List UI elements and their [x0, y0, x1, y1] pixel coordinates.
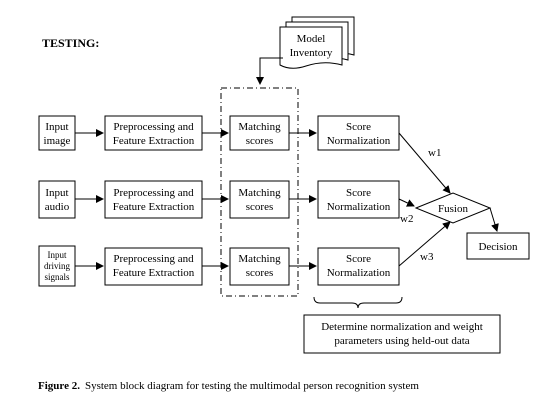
arrow-w1	[398, 132, 451, 194]
normalization-box	[317, 115, 400, 151]
section-label: TESTING:	[42, 36, 99, 50]
model-inventory: Model Inventory	[279, 16, 355, 69]
input-label-line-1: Input	[48, 250, 67, 260]
preprocessing-box	[104, 180, 203, 219]
matching-line-1: Matching	[238, 253, 281, 265]
input-label-line-1: Input	[45, 187, 68, 199]
preprocessing-line-2: Feature Extraction	[113, 201, 195, 213]
preprocessing-line-1: Preprocessing and	[113, 121, 194, 133]
input-label-line-2: image	[44, 135, 71, 147]
caption-text: System block diagram for testing the mul…	[85, 380, 419, 392]
row-audio: Input audio Preprocessing and Feature Ex…	[38, 180, 400, 219]
heldout-note-box	[303, 314, 501, 354]
preprocessing-box	[104, 115, 203, 151]
matching-line-2: scores	[246, 201, 274, 213]
matching-line-2: scores	[246, 135, 274, 147]
input-label-line-3: signals	[44, 272, 69, 282]
model-inventory-line-1: Model	[297, 33, 326, 45]
normalization-line-2: Normalization	[327, 267, 391, 279]
preprocessing-line-1: Preprocessing and	[113, 187, 194, 199]
input-label-line-1: Input	[45, 121, 68, 133]
fusion-label: Fusion	[438, 203, 468, 215]
figure-caption: Figure 2. System block diagram for testin…	[38, 380, 419, 392]
weight-label: w3	[420, 251, 434, 263]
arrow-decision	[489, 207, 499, 232]
input-label-line-2: driving	[44, 261, 70, 271]
arrow-w3	[398, 221, 451, 267]
decision-label: Decision	[478, 241, 518, 253]
row-image: Input image Preprocessing and Feature Ex…	[38, 115, 400, 151]
heldout-note-line-2: parameters using held-out data	[334, 335, 469, 347]
preprocessing-line-2: Feature Extraction	[113, 267, 195, 279]
input-box	[38, 245, 76, 287]
model-inventory-line-2: Inventory	[290, 47, 333, 59]
preprocessing-line-2: Feature Extraction	[113, 135, 195, 147]
matching-box	[229, 180, 290, 219]
normalization-line-2: Normalization	[327, 201, 391, 213]
matching-line-1: Matching	[238, 121, 281, 133]
matching-box	[229, 115, 290, 151]
normalization-line-2: Normalization	[327, 135, 391, 147]
matching-line-1: Matching	[238, 187, 281, 199]
heldout-note-line-1: Determine normalization and weight	[321, 321, 483, 333]
arrow-w2	[398, 198, 415, 207]
matching-line-2: scores	[246, 267, 274, 279]
matching-box	[229, 247, 290, 286]
normalization-box	[317, 247, 400, 286]
heldout-brace	[313, 296, 403, 309]
weight-label: w1	[428, 147, 441, 159]
normalization-line-1: Score	[346, 253, 371, 265]
inventory-arrow	[256, 57, 283, 85]
input-label-line-2: audio	[45, 201, 70, 213]
preprocessing-line-1: Preprocessing and	[113, 253, 194, 265]
weight-label: w2	[400, 213, 413, 225]
row-driving-signals: Input driving signals Preprocessing and …	[38, 245, 400, 287]
caption-prefix: Figure 2.	[38, 380, 80, 392]
normalization-line-1: Score	[346, 187, 371, 199]
decision-box	[466, 232, 530, 260]
normalization-line-1: Score	[346, 121, 371, 133]
